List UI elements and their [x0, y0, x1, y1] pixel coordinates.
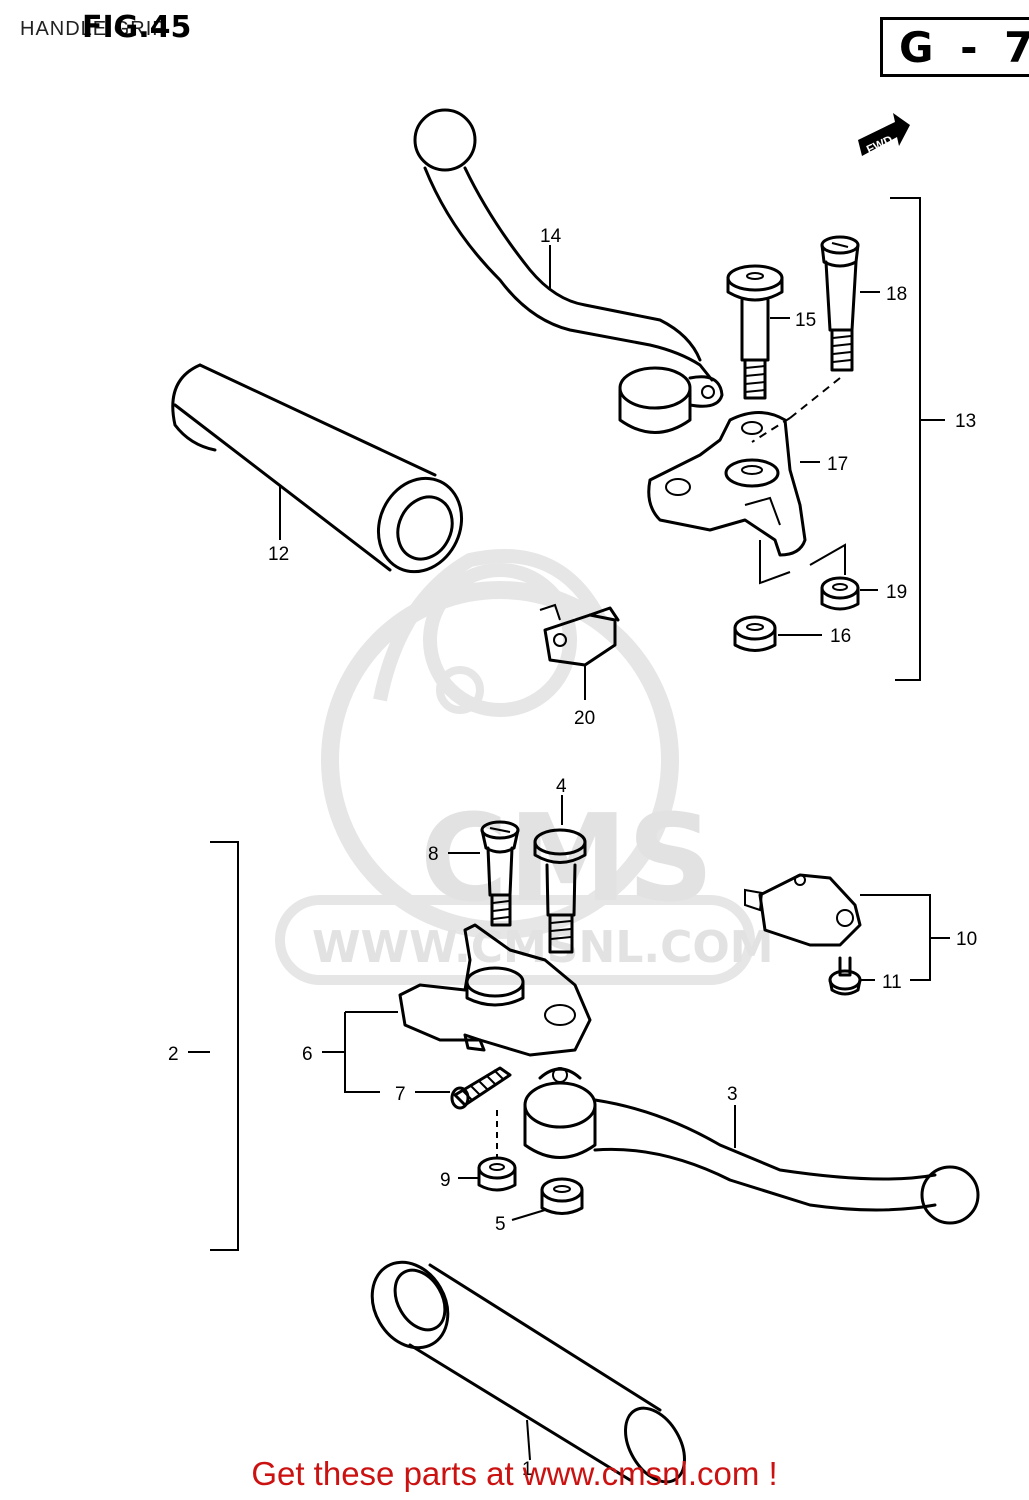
part-5-nut	[540, 1177, 584, 1215]
watermark-logo-text: CMS	[420, 790, 714, 929]
part-3-lever	[523, 1067, 980, 1225]
part-4-bolt	[533, 828, 587, 954]
callout-17: 17	[827, 454, 848, 475]
part-9-nut	[477, 1156, 517, 1192]
callout-19: 19	[886, 582, 907, 603]
callout-9: 9	[440, 1170, 451, 1191]
callout-7: 7	[395, 1084, 406, 1105]
footer-link[interactable]: Get these parts at www.cmsnl.com !	[251, 1455, 778, 1492]
callout-10: 10	[956, 929, 977, 950]
watermark-url: WWW.CMSNL.COM	[312, 922, 774, 973]
callout-13: 13	[955, 411, 976, 432]
leader-lines	[188, 197, 950, 1461]
part-19-nut	[820, 576, 860, 611]
callout-6: 6	[302, 1044, 313, 1065]
watermark: CMS WWW.CMSNL.COM	[275, 549, 774, 985]
callout-16: 16	[830, 626, 851, 647]
part-7-spring	[450, 1066, 512, 1110]
section-code: G - 7	[899, 23, 1029, 72]
callout-15: 15	[795, 310, 816, 331]
part-16-nut	[733, 615, 777, 652]
callout-11: 11	[882, 972, 902, 993]
diagram-subtitle: HANDLE GRIP	[20, 18, 167, 40]
part-10-switch	[744, 873, 862, 947]
callout-4: 4	[556, 776, 567, 797]
callout-3: 3	[727, 1084, 738, 1105]
part-6-bracket	[398, 923, 592, 1057]
part-14-lever	[413, 108, 724, 434]
callout-12: 12	[268, 544, 289, 565]
callout-14: 14	[540, 226, 562, 247]
part-15-bolt	[726, 264, 784, 400]
callout-1: 1	[522, 1459, 533, 1480]
callout-8: 8	[428, 844, 439, 865]
callout-2: 2	[168, 1044, 179, 1065]
callout-20: 20	[574, 708, 595, 729]
part-12-grip	[171, 363, 464, 574]
forward-arrow-icon: FWD	[858, 113, 910, 157]
part-18-bolt	[820, 235, 860, 372]
callout-labels: 1 2 3 4 5 6 7 8 9 10 11 12 13 14 15 16 1…	[168, 226, 977, 1480]
callout-18: 18	[886, 284, 907, 305]
section-code-box: G - 7	[880, 17, 1029, 77]
part-1-grip	[370, 1260, 686, 1484]
part-11-screw	[828, 956, 862, 996]
part-17-bracket	[647, 411, 807, 557]
part-20-switch	[539, 603, 620, 667]
part-8-bolt	[480, 820, 520, 927]
callout-5: 5	[495, 1214, 506, 1235]
figure-number: FIG.45	[82, 10, 192, 45]
